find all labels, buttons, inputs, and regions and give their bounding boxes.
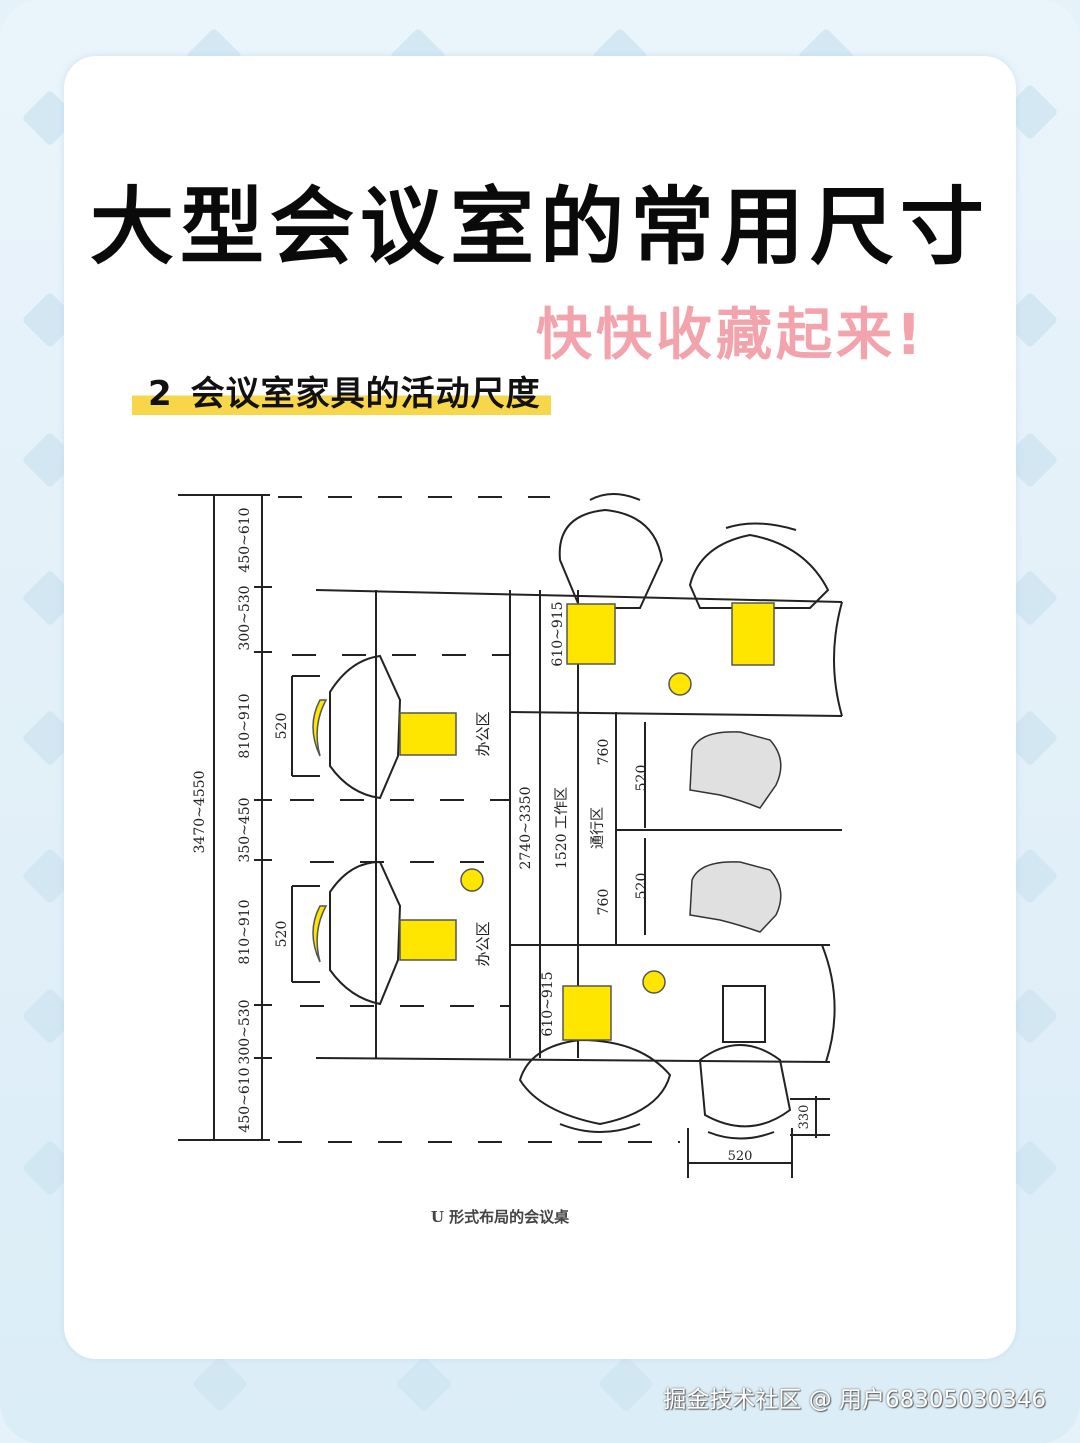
dim-left-seg-4: 350~450 [237,797,253,862]
dim-seat-top: 520 [634,765,650,792]
dim-left-seg-3: 810~910 [237,693,253,758]
section-number: 2 [148,374,173,414]
dim-chair-left-top: 520 [274,713,290,740]
section-heading: 2 会议室家具的活动尺度 [132,366,551,415]
office-zone-bottom: 办公区 [474,921,492,966]
page-title: 大型会议室的常用尺寸 [89,178,990,276]
dim-passage-bottom: 760 [596,889,612,916]
dim-left-seg-7: 450~610 [237,1067,253,1132]
dim-chair-depth: 330 [797,1105,812,1130]
office-zone-top: 办公区 [474,711,492,756]
section-title: 会议室家具的活动尺度 [190,374,541,414]
dim-left-seg-5: 810~910 [237,899,253,964]
dim-chair-left-bottom: 520 [274,921,290,948]
dim-left-seg-1: 450~610 [237,507,253,572]
diagram-caption: U 形式布局的会议桌 [430,1208,570,1226]
dim-table-depth-bottom: 610~915 [540,971,556,1036]
dim-left-seg-2: 300~530 [237,585,253,650]
dim-table-depth-top: 610~915 [550,601,566,666]
dim-seat-bottom: 520 [634,873,650,900]
dim-room-width: 2740~3350 [518,787,534,870]
dim-work-zone: 1520 工作区 [554,787,570,869]
subtitle: 快快收藏起来! [536,303,926,368]
dim-chair-width: 520 [728,1149,753,1164]
dim-passage-top: 760 [596,739,612,766]
watermark: 掘金技术社区 @ 用户68305030346 [663,1387,1046,1413]
dim-passage-zone: 通行区 [590,807,606,849]
dim-overall-height: 3470~4550 [192,771,208,854]
dim-left-seg-6: 300~530 [237,999,253,1064]
